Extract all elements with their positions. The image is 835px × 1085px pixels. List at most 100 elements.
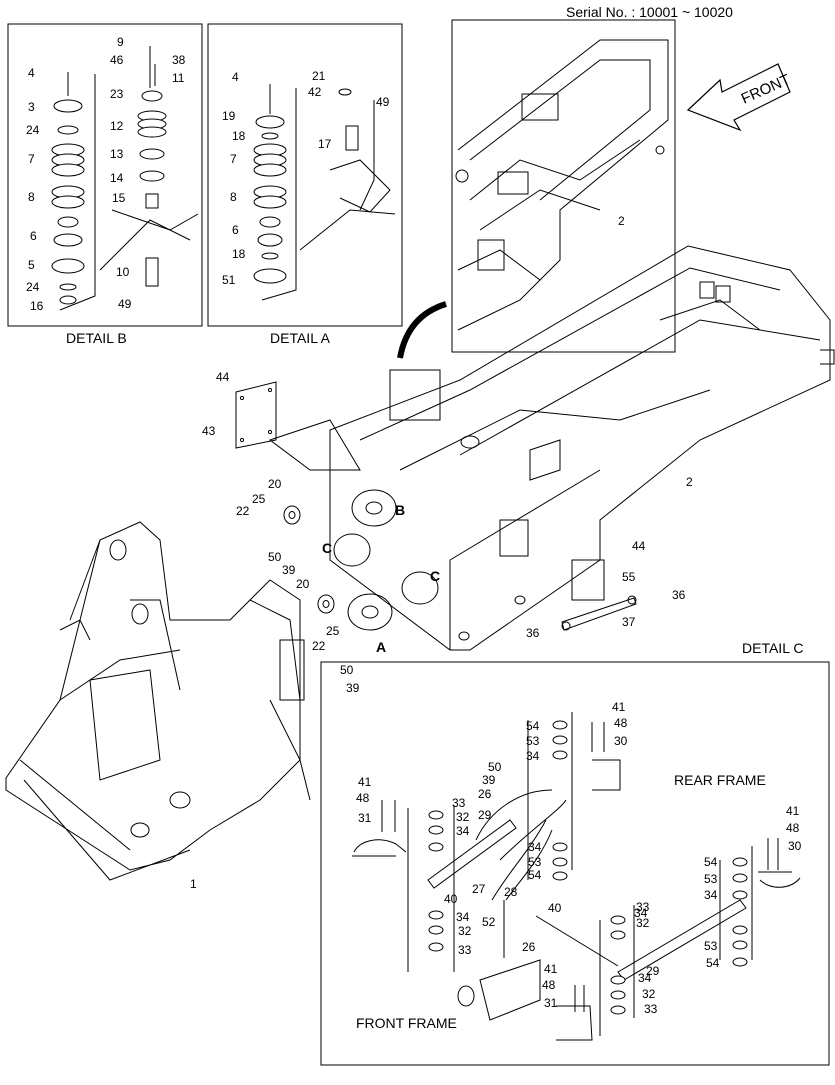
part-number-25-2: 25: [326, 624, 340, 638]
part-number-29: 29: [478, 808, 492, 822]
part-number-41-4: 41: [786, 804, 800, 818]
part-number-30: 30: [614, 734, 628, 748]
part-number-32: 32: [456, 810, 470, 824]
detail-a-links: [261, 88, 396, 301]
detail-c-caption: DETAIL C: [742, 640, 803, 656]
part-number-17: 17: [318, 137, 332, 151]
part-number-41-3: 41: [544, 962, 558, 976]
serial-number: Serial No. : 10001 ~ 10020: [566, 4, 733, 20]
detail-b-drawing: [51, 46, 167, 305]
part-number-54-3: 54: [704, 855, 718, 869]
front-frame-caption: FRONT FRAME: [356, 1015, 457, 1031]
part-number-54: 54: [526, 719, 540, 733]
link-37: [561, 595, 637, 631]
part-number-24-2: 24: [26, 280, 40, 294]
rear-frame-caption: REAR FRAME: [674, 772, 766, 788]
part-number-53-2: 53: [528, 855, 542, 869]
part-number-33-2: 33: [458, 943, 472, 957]
part-number-53-3: 53: [704, 872, 718, 886]
part-number-23: 23: [110, 87, 124, 101]
pivot-callouts: [333, 489, 439, 631]
part-number-53-4: 53: [704, 939, 718, 953]
part-number-26-2: 26: [522, 940, 536, 954]
part-number-3: 3: [28, 100, 35, 114]
part-number-50-2: 50: [340, 663, 354, 677]
part-number-22: 22: [236, 504, 250, 518]
part-number-20: 20: [268, 477, 282, 491]
part-number-31: 31: [358, 811, 372, 825]
detail-b-links: [59, 74, 199, 311]
inset-pointer: [397, 301, 447, 359]
part-number-25: 25: [252, 492, 266, 506]
part-number-33-3: 33: [636, 900, 650, 914]
part-number-34-6: 34: [638, 971, 652, 985]
detail-c-frame: [320, 661, 830, 1066]
part-number-32-4: 32: [642, 987, 656, 1001]
part-number-34: 34: [526, 749, 540, 763]
part-number-13: 13: [110, 147, 124, 161]
part-number-34-2: 34: [528, 840, 542, 854]
section-letter-a: A: [376, 639, 386, 655]
part-number-6: 6: [30, 229, 37, 243]
part-number-38: 38: [172, 53, 186, 67]
part-number-34-7: 34: [634, 906, 648, 920]
part-number-22-2: 22: [312, 639, 326, 653]
part-number-42: 42: [308, 85, 322, 99]
part-number-52: 52: [482, 915, 496, 929]
part-number-26: 26: [478, 787, 492, 801]
rear-frame: [329, 245, 835, 651]
part-number-32-3: 32: [636, 916, 650, 930]
part-number-50-3: 50: [488, 760, 502, 774]
detail-a-drawing: [253, 84, 359, 284]
part-number-43: 43: [202, 424, 216, 438]
part-number-8-2: 8: [230, 190, 237, 204]
detail-c-washers: [428, 720, 748, 1015]
part-number-41: 41: [358, 775, 372, 789]
plate-43: [235, 381, 361, 471]
bushings-20: [283, 505, 335, 614]
part-number-28: 28: [504, 885, 518, 899]
part-number-40: 40: [444, 892, 458, 906]
serial-inset-frame: [451, 19, 676, 353]
part-number-39: 39: [282, 563, 296, 577]
part-number-2-2: 2: [686, 475, 693, 489]
detail-frames: [7, 19, 830, 1066]
part-number-34-4: 34: [456, 910, 470, 924]
part-number-11: 11: [172, 71, 185, 85]
part-number-39-3: 39: [482, 773, 496, 787]
part-number-2: 2: [618, 214, 625, 228]
part-number-33: 33: [452, 796, 466, 810]
part-number-51: 51: [222, 273, 236, 287]
part-number-9: 9: [117, 35, 124, 49]
part-number-18: 18: [232, 129, 246, 143]
part-number-44-2: 44: [632, 539, 646, 553]
part-number-5: 5: [28, 258, 35, 272]
part-number-40-2: 40: [548, 901, 562, 915]
part-number-19: 19: [222, 109, 236, 123]
part-number-1: 1: [190, 877, 197, 891]
front-arrow: FRONT: [686, 63, 793, 132]
part-number-34-5: 34: [704, 888, 718, 902]
part-number-39-2: 39: [346, 681, 360, 695]
part-number-18-2: 18: [232, 247, 246, 261]
detail-a-caption: DETAIL A: [270, 330, 331, 346]
section-letter-c-left: C: [322, 540, 332, 556]
part-number-48-2: 48: [614, 716, 628, 730]
detail-b-frame: [7, 23, 203, 327]
part-number-49-2: 49: [376, 95, 390, 109]
part-number-21: 21: [312, 69, 326, 83]
front-frame: [5, 521, 311, 881]
part-number-53: 53: [526, 734, 540, 748]
part-number-7-2: 7: [230, 152, 237, 166]
part-number-48: 48: [356, 791, 370, 805]
part-number-46: 46: [110, 53, 124, 67]
section-letter-b: B: [395, 502, 405, 518]
part-number-48-4: 48: [786, 821, 800, 835]
part-number-12: 12: [110, 119, 124, 133]
part-number-29-2: 29: [646, 964, 660, 978]
part-number-30-2: 30: [788, 839, 802, 853]
part-number-37: 37: [622, 615, 636, 629]
